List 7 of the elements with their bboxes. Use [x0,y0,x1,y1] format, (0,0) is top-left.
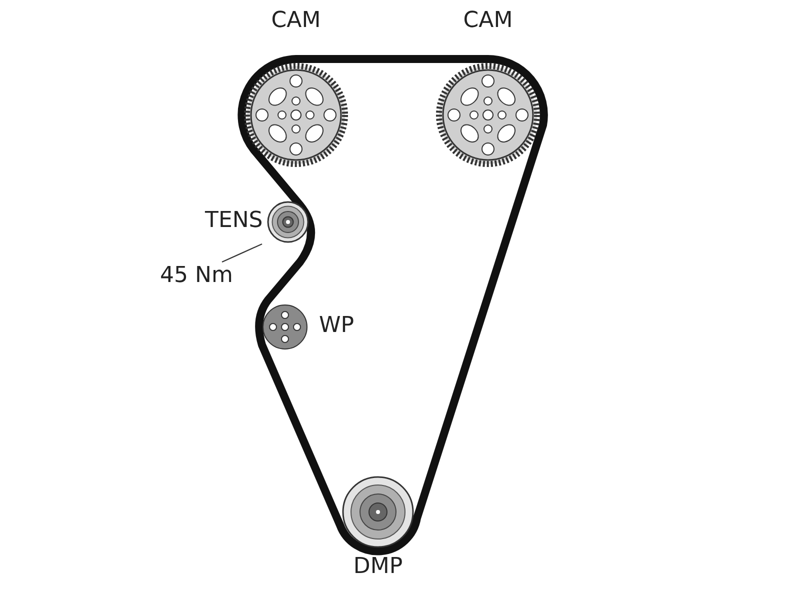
pulley-label: CAM [270,8,322,34]
pulley-label: DMP [352,554,404,580]
pulley-label: WP [319,313,354,339]
pulley-label: CAM [462,8,514,34]
torque-value: 45 Nm [160,263,233,289]
leader-line [222,243,262,263]
pulley-label: TENS [205,208,263,234]
